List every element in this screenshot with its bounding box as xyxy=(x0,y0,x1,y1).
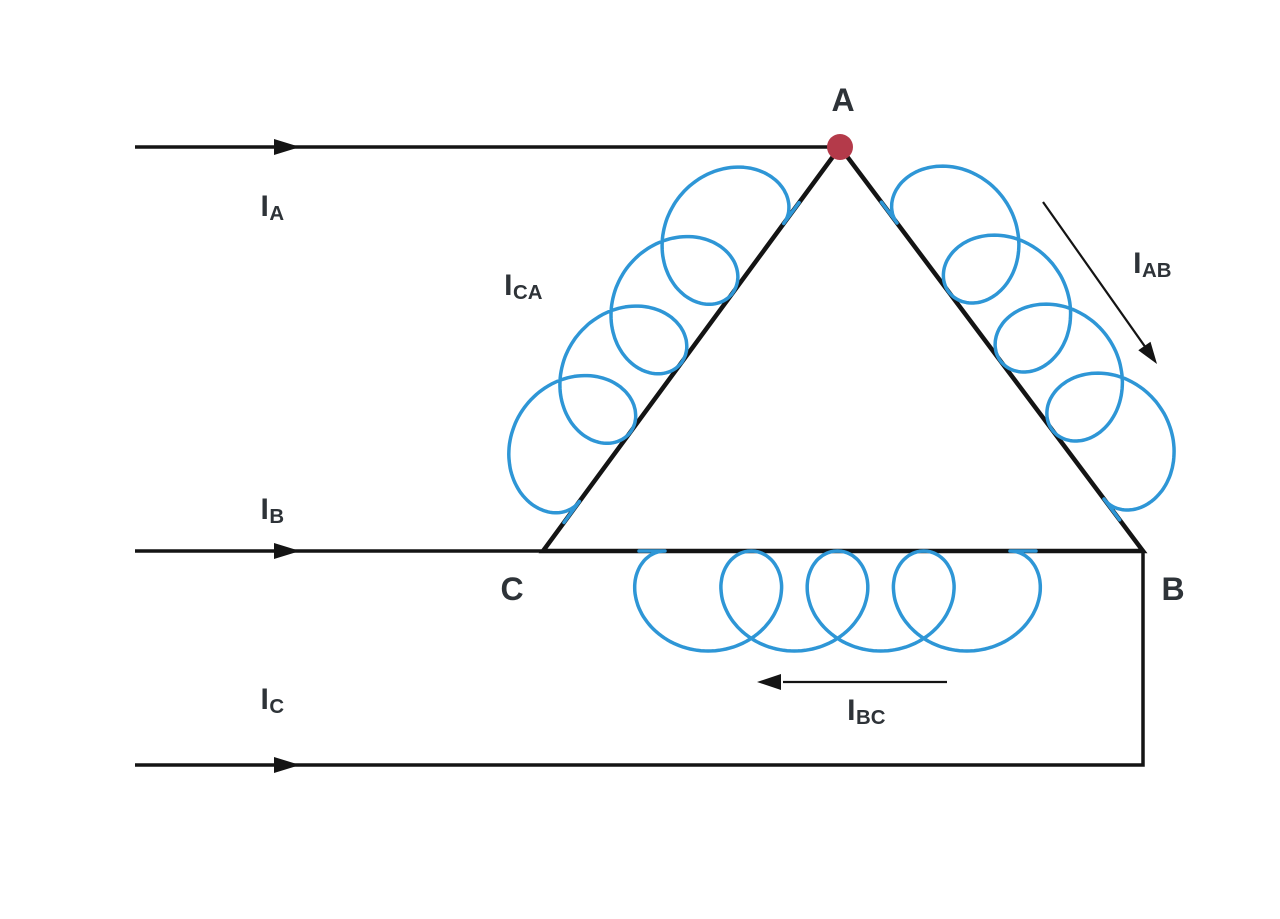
label-line-current-ib: IB xyxy=(260,493,285,528)
current-arrow-ia-icon xyxy=(274,139,300,155)
phase-line-c xyxy=(135,551,1145,773)
label-line-current-ia: IA xyxy=(260,190,285,225)
label-ica-sub: CA xyxy=(513,281,543,304)
label-iab-sub: AB xyxy=(1142,259,1172,282)
label-node-b: B xyxy=(1161,571,1185,607)
coil-ab xyxy=(879,164,1176,522)
label-ibc-base: I xyxy=(847,694,856,727)
current-arrow-ic-icon xyxy=(274,757,300,773)
phase-current-arrow-ab xyxy=(1042,201,1157,364)
label-ica-base: I xyxy=(504,269,513,302)
label-phase-current-iab: IAB xyxy=(1133,247,1172,282)
label-ia-sub: A xyxy=(269,202,285,225)
delta-triangle xyxy=(538,143,1148,554)
winding-coils xyxy=(507,164,1176,653)
coil-bc xyxy=(632,549,1043,653)
label-phase-current-ibc: IBC xyxy=(847,694,886,729)
phase-line-b xyxy=(135,543,543,559)
arrow-ab-head-icon xyxy=(1138,341,1157,364)
node-a-dot xyxy=(827,134,853,160)
label-line-current-ic: IC xyxy=(260,683,285,718)
current-arrow-ib-icon xyxy=(274,543,300,559)
label-node-a: A xyxy=(831,82,855,118)
label-ib-sub: B xyxy=(269,505,285,528)
phase-current-arrow-bc xyxy=(757,674,947,690)
label-ic-base: I xyxy=(260,683,269,716)
label-ibc-sub: BC xyxy=(856,706,886,729)
label-iab-base: I xyxy=(1133,247,1142,280)
label-ic-sub: C xyxy=(269,695,285,718)
label-ib-base: I xyxy=(260,493,269,526)
arrow-bc-head-icon xyxy=(757,674,781,690)
label-phase-current-ica: ICA xyxy=(504,269,543,304)
coil-ca xyxy=(507,165,801,525)
phase-line-a xyxy=(135,139,840,155)
label-node-c: C xyxy=(500,571,524,607)
label-ia-base: I xyxy=(260,190,269,223)
